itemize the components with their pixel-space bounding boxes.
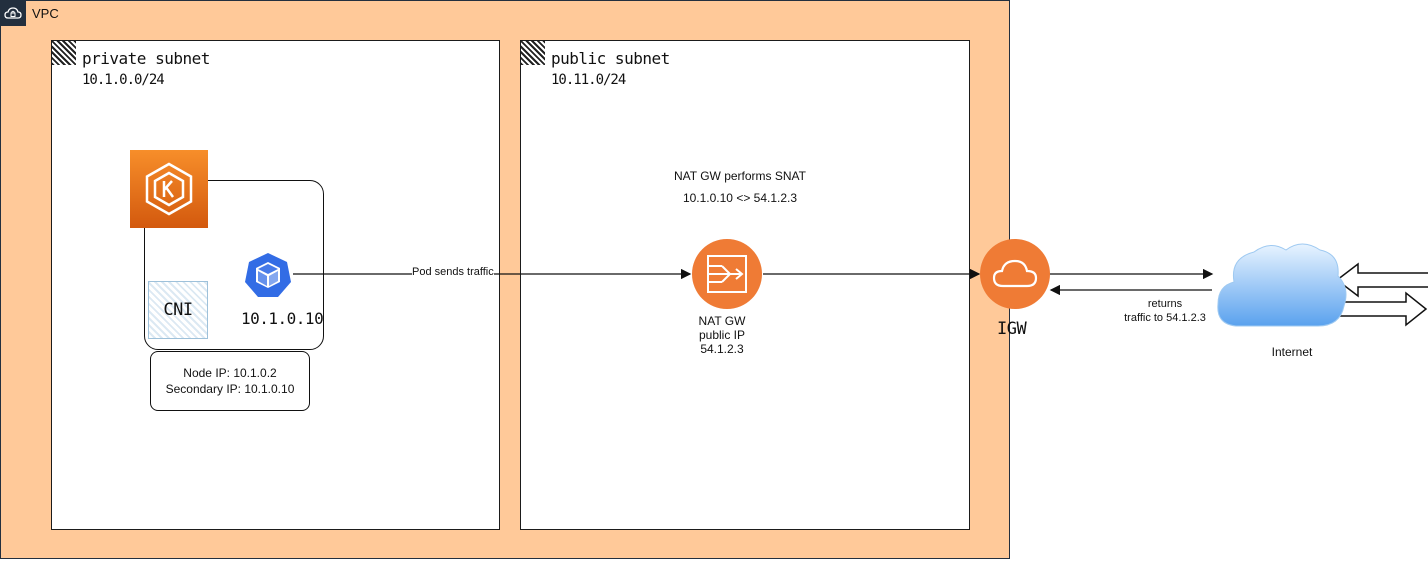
nat-gateway-label: NAT GW public IP 54.1.2.3	[698, 314, 746, 356]
internet-outbound-arrow	[1335, 291, 1428, 327]
igw-label: IGW	[997, 319, 1027, 339]
cni-plugin: CNI	[148, 281, 208, 339]
pod-ip: 10.1.0.10	[241, 309, 324, 328]
edge-label-pod-sends: Pod sends traffic	[412, 266, 494, 279]
private-subnet-title: private subnet	[82, 49, 210, 68]
pod-icon	[244, 252, 292, 298]
cloud-lock-icon	[0, 0, 26, 26]
internet-gateway-icon	[980, 239, 1050, 309]
nat-snat-mapping: 10.1.0.10 <> 54.1.2.3	[682, 191, 798, 205]
internet-inbound-arrow	[1335, 262, 1428, 298]
edge-label-returns: returns traffic to 54.1.2.3	[1124, 298, 1206, 324]
subnet-icon	[52, 41, 76, 65]
public-subnet-cidr: 10.11.0/24	[551, 72, 626, 88]
eks-icon	[130, 150, 208, 228]
public-subnet-title: public subnet	[551, 49, 670, 68]
vpc-label: VPC	[32, 6, 59, 21]
cni-label: CNI	[163, 300, 193, 320]
internet-label: Internet	[1271, 345, 1313, 359]
nat-gateway-icon	[692, 239, 762, 309]
node-ip: Node IP: 10.1.0.2	[183, 366, 277, 380]
private-subnet-cidr: 10.1.0.0/24	[82, 72, 165, 88]
node-ip-box: Node IP: 10.1.0.2 Secondary IP: 10.1.0.1…	[150, 351, 310, 411]
secondary-ip: Secondary IP: 10.1.0.10	[165, 382, 295, 396]
subnet-icon	[521, 41, 545, 65]
nat-snat-description: NAT GW performs SNAT	[673, 169, 806, 183]
internet-cloud-icon	[1214, 236, 1350, 334]
